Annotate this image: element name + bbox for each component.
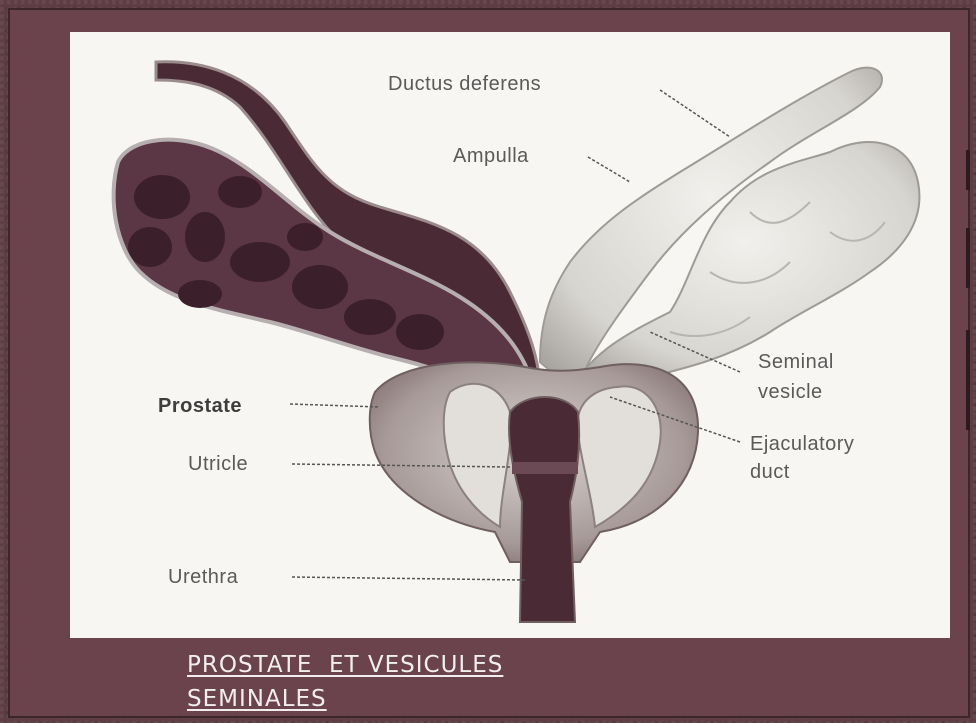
diagram-panel: Ductus deferens Ampulla Seminal vesicle …	[70, 32, 950, 638]
edge-mark	[966, 150, 970, 190]
label-urethra: Urethra	[168, 565, 238, 589]
label-seminal-vesicle-line1: Seminal	[758, 350, 834, 374]
label-utricle: Utricle	[188, 452, 248, 476]
caption-line2: SEMINALES	[187, 686, 327, 712]
label-ejaculatory-duct-line2: duct	[750, 460, 790, 484]
label-ductus-deferens: Ductus deferens	[388, 72, 541, 96]
caption-line1: PROSTATE ET VESICULES	[187, 652, 503, 678]
slide-caption: PROSTATE ET VESICULES SEMINALES	[187, 648, 627, 716]
label-prostate: Prostate	[158, 394, 242, 418]
anatomy-illustration	[70, 32, 950, 638]
label-ampulla: Ampulla	[453, 144, 529, 168]
label-ejaculatory-duct-line1: Ejaculatory	[750, 432, 854, 456]
edge-mark	[966, 228, 970, 288]
label-seminal-vesicle-line2: vesicle	[758, 380, 823, 404]
edge-mark	[966, 330, 970, 430]
